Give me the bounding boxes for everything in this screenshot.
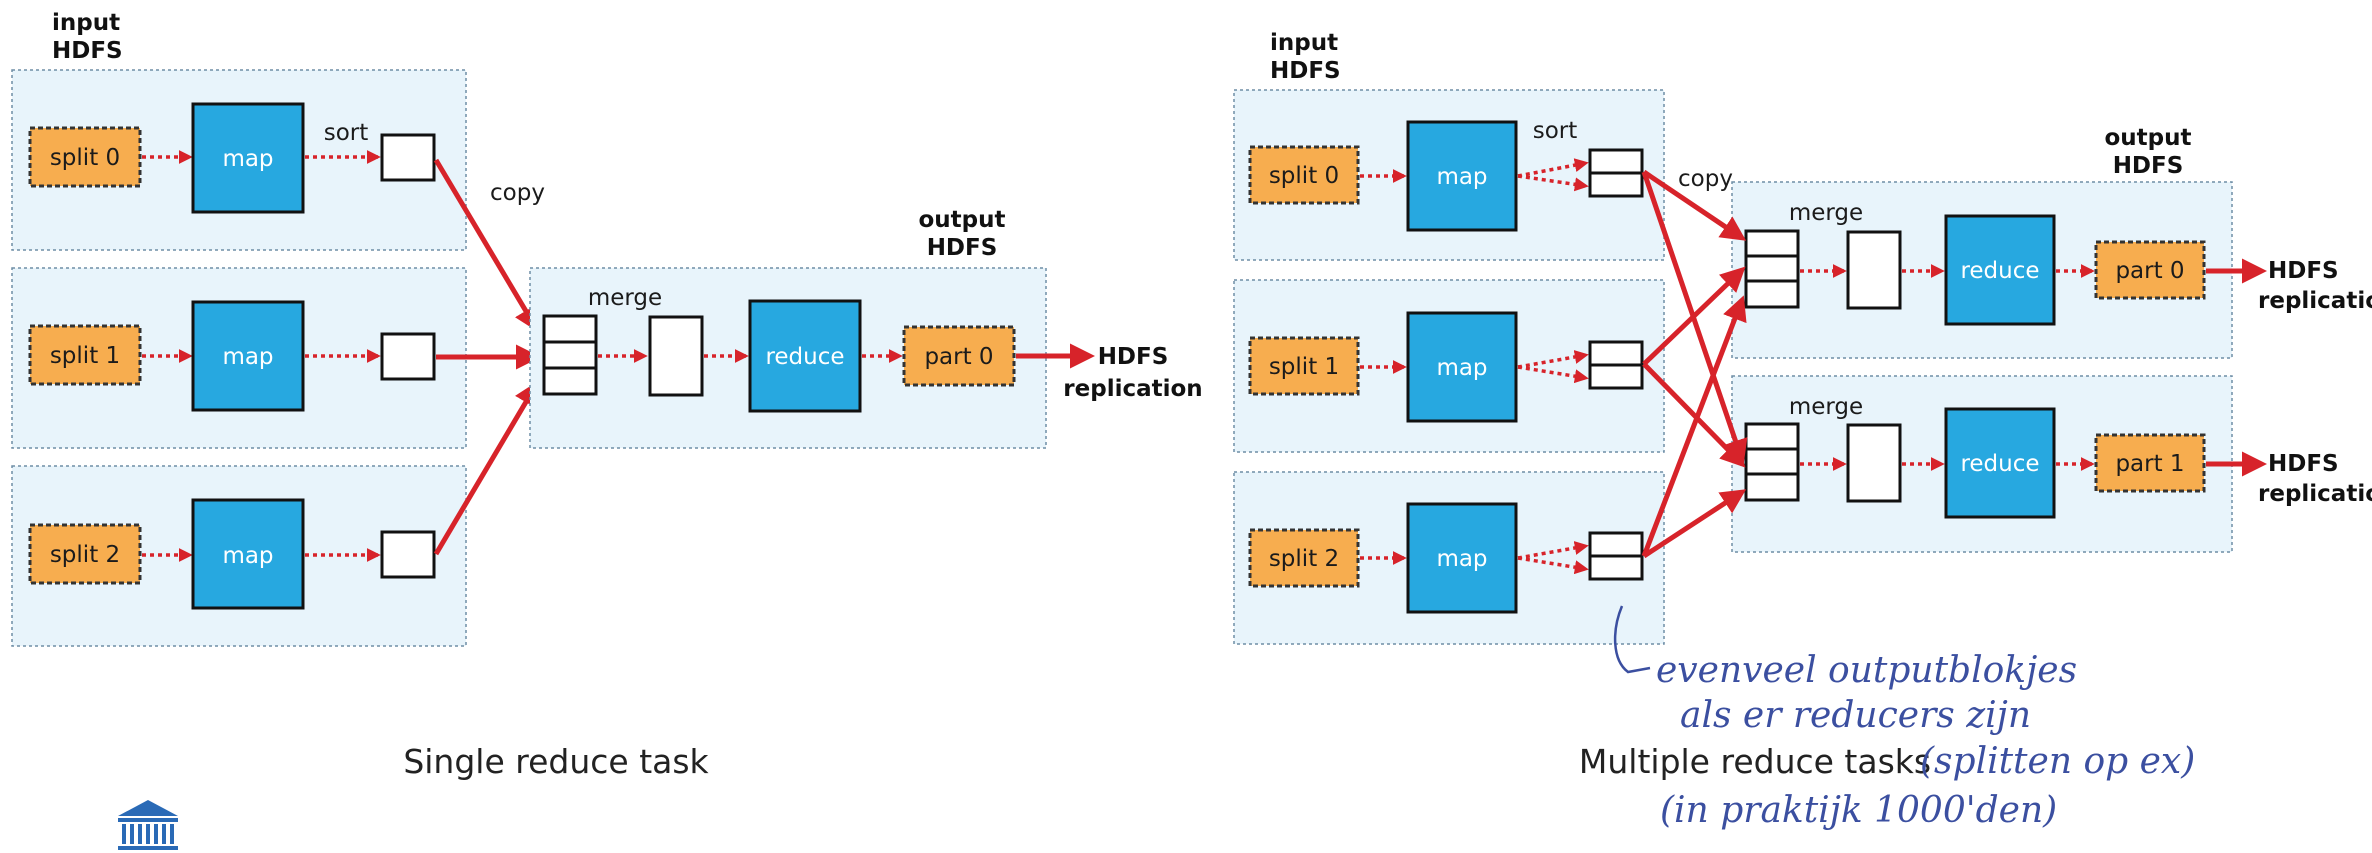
merge-input-stack	[1744, 229, 1800, 309]
dotted-arrow	[1517, 365, 1589, 384]
annotation-line-4: (in praktijk 1000'den)	[1660, 790, 2057, 831]
input-hdfs-title-line1: input	[52, 10, 120, 36]
replication-label-line2: replication	[1063, 376, 1202, 402]
sort-label: sort	[324, 120, 369, 146]
split-box	[1248, 336, 1360, 396]
hand-bracket	[1613, 605, 1651, 674]
split-label: split 0	[50, 145, 120, 171]
map-box	[191, 300, 305, 412]
split-box	[1248, 528, 1360, 588]
copy-label: copy	[490, 180, 545, 206]
map-box	[191, 102, 305, 214]
map-box	[1406, 502, 1518, 614]
sort-buffer-box	[380, 133, 436, 182]
copy-arrow	[1642, 169, 1747, 241]
copy-arrow	[1642, 489, 1747, 559]
single-reduce-caption: Single reduce task	[403, 742, 709, 781]
replication-label-line2: replication	[2258, 288, 2372, 314]
split-label: split 2	[1269, 546, 1339, 572]
reduce-box	[1944, 214, 2056, 326]
split-label: split 1	[50, 343, 120, 369]
sort-buffer-box	[380, 332, 436, 381]
merge-label: merge	[1789, 200, 1863, 226]
reduce-box	[1944, 407, 2056, 519]
part-box	[902, 325, 1016, 387]
split-box	[1248, 145, 1360, 205]
replication-label-line1: HDFS	[2268, 258, 2339, 284]
dotted-arrow	[1517, 174, 1589, 192]
map-label: map	[1436, 164, 1487, 190]
input-hdfs-title-line1: input	[1270, 30, 1338, 56]
part-box	[2094, 433, 2206, 493]
dotted-arrow	[1517, 158, 1589, 178]
copy-label: copy	[1678, 166, 1733, 192]
single-reduce-diagram: input HDFS split 0 map sort split 1 map …	[11, 10, 1203, 781]
replication-label-line1: HDFS	[1098, 344, 1169, 370]
split-box	[28, 126, 142, 188]
merge-label: merge	[1789, 394, 1863, 420]
map-label: map	[222, 344, 273, 370]
part-label: part 0	[924, 344, 993, 370]
map-box	[191, 498, 305, 610]
merged-box	[1846, 230, 1902, 310]
building-icon	[118, 800, 178, 850]
multiple-reduce-diagram: input HDFS split 0 map sort split 1 map …	[1233, 30, 2372, 781]
output-hdfs-title-line1: output	[2104, 125, 2191, 151]
dotted-arrow	[1517, 350, 1589, 369]
input-hdfs-title-line2: HDFS	[1270, 58, 1341, 84]
replication-label-line1: HDFS	[2268, 451, 2339, 477]
map-box	[1406, 311, 1518, 423]
output-hdfs-title-line2: HDFS	[2113, 153, 2184, 179]
part-label: part 0	[2115, 258, 2184, 284]
dotted-arrow	[1517, 556, 1589, 575]
part-box	[2094, 240, 2206, 300]
copy-arrow	[433, 158, 539, 333]
copy-arrow	[433, 380, 539, 556]
copy-arrow	[1641, 295, 1747, 557]
multiple-reduce-caption: Multiple reduce tasks	[1579, 742, 1931, 781]
output-hdfs-title-line2: HDFS	[927, 235, 998, 261]
split-label: split 2	[50, 542, 120, 568]
merge-input-stack	[1744, 422, 1800, 502]
sort-label: sort	[1533, 118, 1578, 144]
map-label: map	[1436, 355, 1487, 381]
split-label: split 0	[1269, 163, 1339, 189]
split-label: split 1	[1269, 354, 1339, 380]
map-label: map	[222, 543, 273, 569]
reduce-label: reduce	[1960, 258, 2039, 284]
copy-arrow	[1642, 266, 1746, 366]
reduce-box	[748, 299, 862, 413]
merged-box	[1846, 423, 1902, 503]
replication-label-line2: replication	[2258, 481, 2372, 507]
split-box	[28, 324, 142, 386]
merge-input-stack	[542, 314, 598, 396]
merge-label: merge	[588, 285, 662, 311]
part-label: part 1	[2115, 451, 2184, 477]
dotted-arrow	[1517, 541, 1589, 560]
input-hdfs-title-line2: HDFS	[52, 38, 123, 64]
output-hdfs-title-line1: output	[918, 207, 1005, 233]
map-label: map	[222, 146, 273, 172]
annotation-line-2: als er reducers zijn	[1680, 695, 2031, 736]
reduce-label: reduce	[1960, 451, 2039, 477]
map-box	[1406, 120, 1518, 232]
handwritten-annotation: evenveel outputblokjes als er reducers z…	[1613, 605, 2195, 831]
merged-box	[648, 315, 704, 397]
split-box	[28, 523, 142, 585]
reduce-label: reduce	[765, 344, 844, 370]
annotation-line-3: (splitten op ex)	[1920, 741, 2195, 782]
copy-arrow	[1642, 362, 1746, 468]
sort-buffer-box	[380, 530, 436, 579]
annotation-line-1: evenveel outputblokjes	[1656, 650, 2077, 691]
map-label: map	[1436, 546, 1487, 572]
